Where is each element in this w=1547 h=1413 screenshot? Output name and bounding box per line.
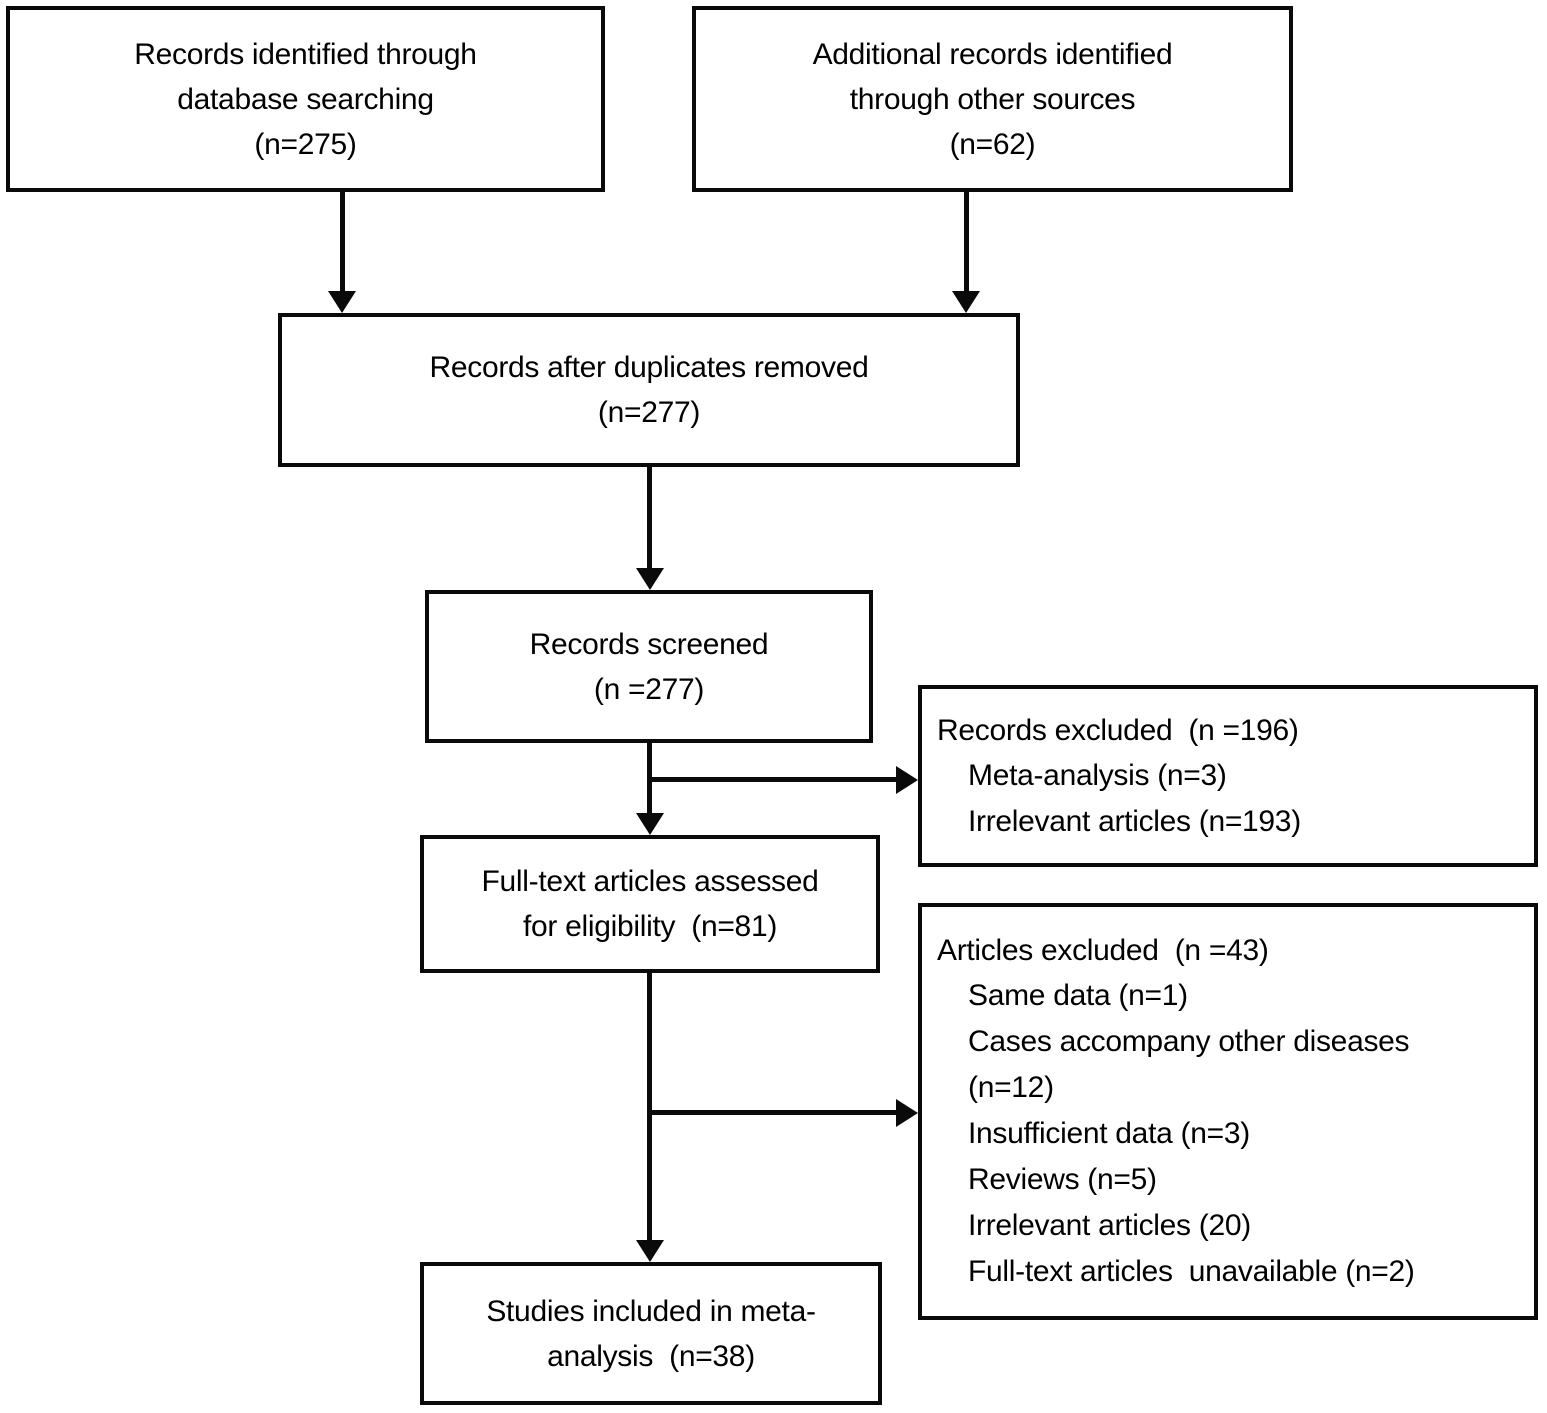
arrow-duplicates-to-screened-arrowhead-icon — [636, 568, 664, 590]
box-records-screened-text: Records screened (n =277) — [529, 627, 769, 706]
box-records-screened: Records screened (n =277) — [425, 590, 873, 743]
arrow-screened-to-records-excluded-arrowhead-icon — [896, 766, 918, 794]
arrow-fulltext-to-included-shaft — [647, 972, 652, 1242]
arrow-other-to-duplicates-shaft — [964, 192, 969, 293]
records-excluded-item: Irrelevant articles (n=193) — [968, 804, 1301, 838]
articles-excluded-item: Irrelevant articles (20) — [968, 1209, 1251, 1242]
articles-excluded-item: Full-text articles unavailable (n=2) — [968, 1255, 1415, 1288]
articles-excluded-item: Insufficient data (n=3) — [968, 1117, 1250, 1150]
arrow-fulltext-to-included-arrowhead-icon — [636, 1240, 664, 1262]
box-records-after-duplicates: Records after duplicates removed (n=277) — [278, 313, 1020, 467]
articles-excluded-item: Same data (n=1) — [968, 979, 1188, 1012]
box-fulltext-assessed: Full-text articles assessed for eligibil… — [420, 835, 880, 973]
box-studies-included: Studies included in meta- analysis (n=38… — [420, 1262, 882, 1405]
arrow-other-to-duplicates-arrowhead-icon — [952, 291, 980, 313]
arrow-db-to-duplicates-shaft — [340, 192, 345, 293]
box-records-after-duplicates-text: Records after duplicates removed (n=277) — [429, 351, 869, 429]
box-records-identified-other-text: Additional records identified through ot… — [812, 37, 1173, 161]
box-records-identified-other: Additional records identified through ot… — [692, 6, 1293, 192]
arrow-screened-to-fulltext-arrowhead-icon — [636, 813, 664, 835]
box-fulltext-assessed-text: Full-text articles assessed for eligibil… — [481, 865, 819, 943]
box-records-excluded-title: Records excluded (n =196) — [937, 713, 1299, 747]
arrow-db-to-duplicates-arrowhead-icon — [328, 291, 356, 313]
arrow-duplicates-to-screened-shaft — [647, 467, 652, 570]
articles-excluded-item: Cases accompany other diseases (n=12) — [968, 1025, 1410, 1104]
arrow-screened-to-records-excluded-shaft — [647, 777, 898, 782]
box-records-identified-db: Records identified through database sear… — [6, 6, 605, 192]
box-records-excluded: Records excluded (n =196) Meta-analysis … — [918, 685, 1538, 867]
box-studies-included-text: Studies included in meta- analysis (n=38… — [486, 1294, 816, 1373]
box-articles-excluded: Articles excluded (n =43) Same data (n=1… — [918, 903, 1538, 1320]
arrow-fulltext-to-articles-excluded-shaft — [647, 1110, 898, 1115]
box-records-identified-db-text: Records identified through database sear… — [134, 37, 477, 161]
records-excluded-item: Meta-analysis (n=3) — [968, 758, 1227, 792]
box-articles-excluded-title: Articles excluded (n =43) — [937, 934, 1269, 967]
arrow-fulltext-to-articles-excluded-arrowhead-icon — [896, 1099, 918, 1127]
articles-excluded-item: Reviews (n=5) — [968, 1163, 1157, 1196]
